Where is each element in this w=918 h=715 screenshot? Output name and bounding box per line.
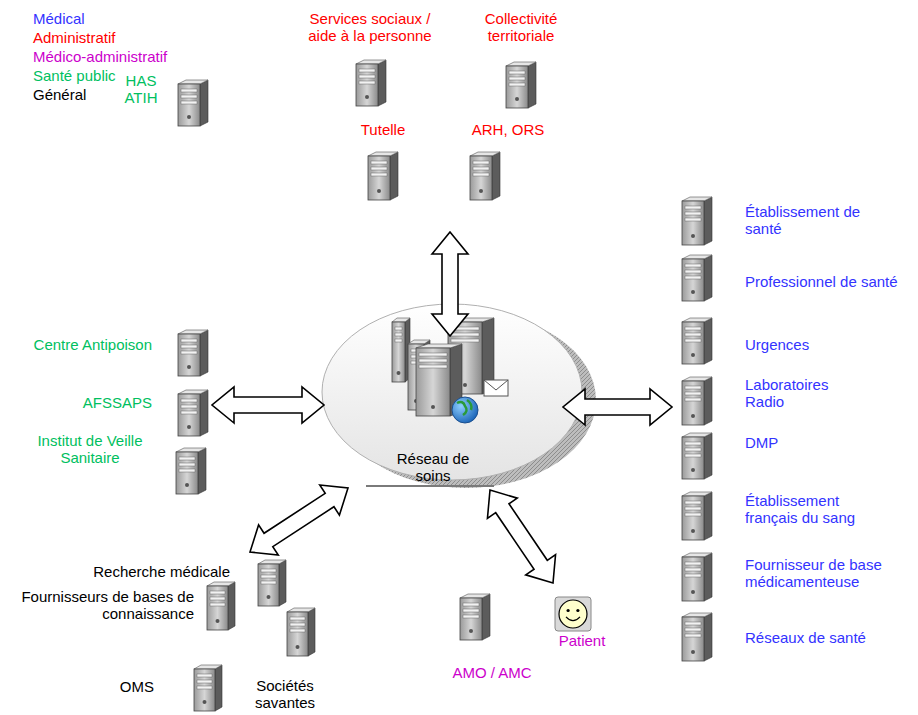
server-node: DMP [745, 434, 825, 451]
envelope-icon [484, 380, 508, 396]
patient-icon [555, 597, 591, 631]
node-label: Centre Antipoison [0, 336, 152, 353]
server-node: Professionnel de santé [745, 273, 913, 290]
node-label: Établissement de santé [745, 203, 895, 238]
server-node: Services sociaux / aide à la personne [295, 10, 445, 45]
server-icon [682, 197, 712, 245]
server-node: Recherche médicale [70, 563, 230, 580]
server-node: OMS [94, 678, 154, 695]
node-label: AMO / AMC [437, 664, 547, 681]
double-arrow [432, 232, 468, 336]
server-node: Établissement de santé [745, 203, 895, 238]
node-label: Patient [542, 632, 622, 649]
server-icon [287, 608, 315, 656]
server-icon [176, 448, 206, 494]
node-label: Urgences [745, 336, 845, 353]
network-hub: Réseau de soins [392, 450, 474, 485]
server-icon [682, 613, 712, 661]
server-icon [178, 80, 208, 126]
server-icon [682, 553, 712, 601]
node-label: Tutelle [343, 121, 423, 138]
node-label: Établissement français du sang [745, 492, 895, 527]
server-node: Fournisseur de base médicamenteuse [745, 556, 907, 591]
network-disk [322, 304, 596, 488]
node-label: Laboratoires Radio [745, 376, 855, 411]
server-icon [682, 377, 712, 425]
globe-icon [452, 397, 478, 423]
server-icon [194, 665, 222, 711]
legend-entry: Administratif [33, 28, 167, 47]
node-label: Services sociaux / aide à la personne [295, 10, 445, 45]
server-node: Réseaux de santé [745, 629, 907, 646]
server-node: Patient [542, 632, 622, 649]
server-icon [506, 62, 536, 108]
server-icon [682, 318, 712, 364]
node-label: ARH, ORS [463, 121, 553, 138]
server-node: Laboratoires Radio [745, 376, 855, 411]
node-label: HAS ATIH [111, 72, 171, 107]
server-node: HAS ATIH [111, 72, 171, 107]
node-label: AFSSAPS [42, 394, 152, 411]
server-node: Sociétés savantes [245, 677, 325, 712]
server-node: Urgences [745, 336, 845, 353]
server-icon [682, 433, 712, 479]
server-icon [682, 255, 712, 301]
double-arrow [487, 490, 555, 583]
legend-entry: Médical [33, 9, 167, 28]
double-arrows [212, 232, 672, 583]
server-node: ARH, ORS [463, 121, 553, 138]
server-node: Tutelle [343, 121, 423, 138]
server-icon [392, 318, 410, 382]
server-node: AMO / AMC [437, 664, 547, 681]
server-node: Établissement français du sang [745, 492, 895, 527]
node-label: DMP [745, 434, 825, 451]
double-arrow [563, 389, 672, 425]
server-node: Institut de Veille Sanitaire [15, 432, 165, 467]
server-icon [460, 594, 490, 640]
node-label: Professionnel de santé [745, 273, 913, 290]
node-label: OMS [94, 678, 154, 695]
node-label: Sociétés savantes [245, 677, 325, 712]
node-label: Collectivité territoriale [466, 10, 576, 45]
server-icon [178, 330, 208, 376]
server-icon [682, 492, 712, 540]
server-node: Centre Antipoison [0, 336, 152, 353]
double-arrow [212, 387, 324, 423]
server-icon [470, 152, 500, 200]
server-icons [176, 60, 712, 711]
legend-entry: Médico-administratif [33, 47, 167, 66]
server-icon [178, 390, 208, 436]
server-icon [356, 60, 386, 106]
node-label: Fournisseurs de bases de connaissance [7, 588, 194, 623]
node-label: Recherche médicale [70, 563, 230, 580]
server-node: Collectivité territoriale [466, 10, 576, 45]
server-node: AFSSAPS [42, 394, 152, 411]
node-label: Réseaux de santé [745, 629, 907, 646]
server-icon [258, 560, 286, 606]
server-icon [368, 152, 398, 200]
node-label: Institut de Veille Sanitaire [15, 432, 165, 467]
double-arrow [250, 485, 348, 555]
node-label: Fournisseur de base médicamenteuse [745, 556, 907, 591]
node-label: Réseau de soins [392, 450, 474, 485]
server-node: Fournisseurs de bases de connaissance [7, 588, 194, 623]
server-icon [207, 582, 235, 630]
